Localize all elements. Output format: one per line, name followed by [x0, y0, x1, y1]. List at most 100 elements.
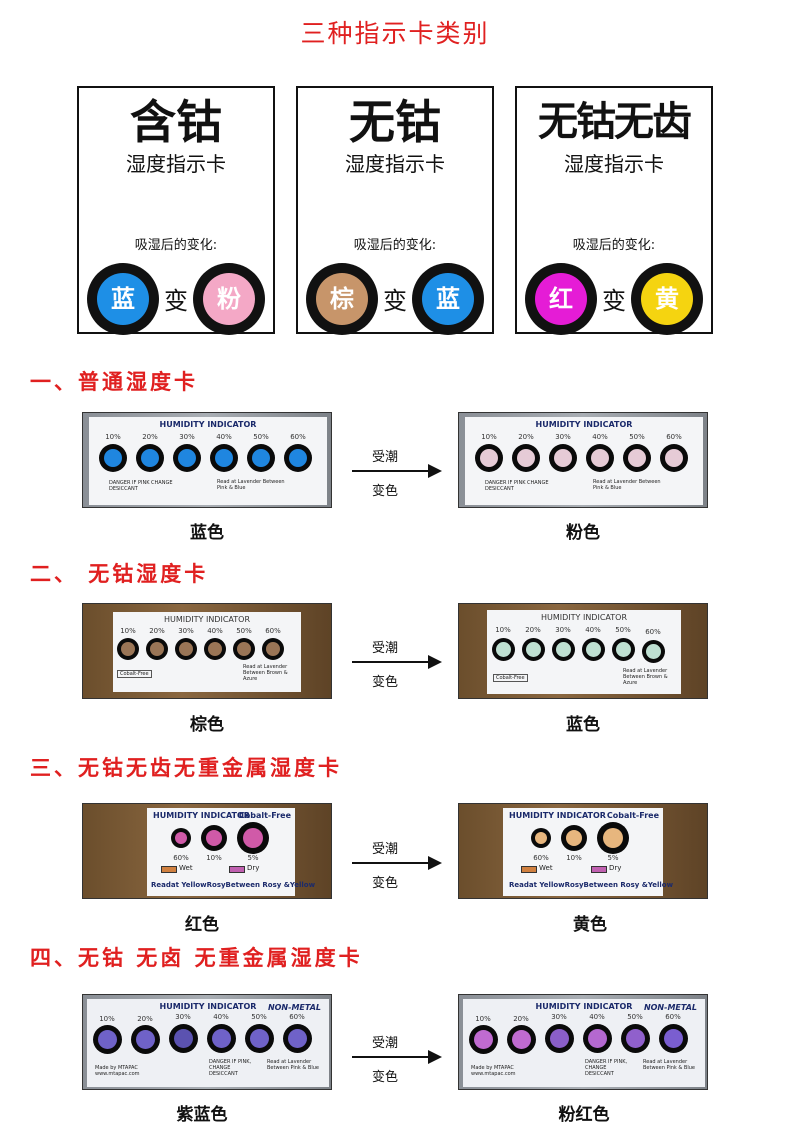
indicator-spot: [204, 638, 226, 660]
pct-label: 30%: [555, 626, 571, 634]
indicator-card-before: HUMIDITY INDICATOR NON-METAL 10% 20% 30%…: [82, 994, 332, 1090]
color-before-label: 蓝: [97, 273, 149, 325]
indicator-spot: [475, 444, 503, 472]
arrow-moisture-2: 受潮 变色: [350, 637, 442, 697]
section-heading-2: 二、 无钴湿度卡: [30, 562, 209, 586]
pct-label: 60%: [173, 854, 189, 862]
type-card-cobalt-free: 无钴 湿度指示卡 吸湿后的变化: 棕 变 蓝: [296, 86, 494, 335]
indicator-spot: [207, 1024, 236, 1053]
indicator-spot: [245, 1024, 274, 1053]
indicator-spot: [247, 444, 275, 472]
pct-label: 10%: [481, 433, 497, 441]
card-note-left: DANGER IF PINK, CHANGE DESICCANT: [209, 1059, 252, 1077]
card-note-right: Read at Lavender Between Pink & Blue: [217, 479, 285, 491]
pct-label: 20%: [142, 433, 158, 441]
card-note-right: Read at Lavender Between Brown & Azure: [623, 668, 668, 686]
pct-label: 30%: [178, 627, 194, 635]
indicator-spot: [507, 1025, 536, 1054]
pct-label: 60%: [665, 1013, 681, 1021]
pct-label: 40%: [207, 627, 223, 635]
indicator-spot: [169, 1024, 198, 1053]
type-subtitle: 湿度指示卡: [345, 152, 445, 176]
indicator-spot: [237, 822, 269, 854]
card-note-left: DANGER IF PINK CHANGE DESICCANT: [485, 480, 549, 492]
type-subtitle: 湿度指示卡: [564, 152, 664, 176]
color-before-circle: 棕: [306, 263, 378, 335]
pct-label: 10%: [566, 854, 582, 862]
pct-label: 60%: [533, 854, 549, 862]
indicator-spot: [586, 444, 614, 472]
change-label: 吸湿后的变化:: [353, 238, 437, 253]
card-badge: Cobalt-Free: [606, 811, 659, 820]
change-word: 变: [383, 287, 407, 315]
arrow-bottom-label: 变色: [372, 1070, 399, 1085]
card-paper: HUMIDITY INDICATOR 10% 20% 30% 40% 50% 6…: [89, 417, 327, 505]
indicator-spot: [659, 1024, 688, 1053]
type-card-cobalt-free-toothless: 无钴无齿 湿度指示卡 吸湿后的变化: 红 变 黄: [515, 86, 713, 335]
arrow-right-icon: [352, 856, 442, 870]
section-heading-4: 四、无钴 无卤 无重金属湿度卡: [30, 946, 363, 970]
pct-label: 50%: [236, 627, 252, 635]
pct-label: 30%: [179, 433, 195, 441]
indicator-card-after: HUMIDITY INDICATOR Cobalt-Free 60% 10% 5…: [458, 803, 708, 899]
arrow-right-icon: [352, 1050, 442, 1064]
pct-label: 40%: [585, 626, 601, 634]
card-paper: HUMIDITY INDICATOR 10% 20% 30% 40% 50% 6…: [113, 612, 301, 692]
color-after-label: 粉: [203, 273, 255, 325]
pct-label: 10%: [495, 626, 511, 634]
pct-label: 50%: [251, 1013, 267, 1021]
card-title: HUMIDITY INDICATOR: [540, 613, 627, 622]
page-title: 三种指示卡类别: [300, 19, 490, 48]
indicator-spot: [201, 825, 227, 851]
card-paper: HUMIDITY INDICATOR NON-METAL 10% 20% 30%…: [87, 999, 329, 1087]
arrow-moisture-1: 受潮 变色: [350, 446, 442, 506]
pct-label: 10%: [105, 433, 121, 441]
card-title: HUMIDITY INDICATOR: [159, 1002, 257, 1011]
brand-label: Made by MTAPAC www.mtapac.com: [471, 1065, 516, 1077]
color-after-label: 蓝: [422, 273, 474, 325]
indicator-spot: [117, 638, 139, 660]
caption-after: 粉色: [566, 523, 600, 543]
arrow-top-label: 受潮: [372, 842, 399, 857]
card-badge: Cobalt-Free: [117, 670, 152, 678]
caption-before: 红色: [185, 915, 219, 935]
pct-label: 60%: [666, 433, 682, 441]
pct-label: 30%: [551, 1013, 567, 1021]
card-badge: Cobalt-Free: [238, 811, 291, 820]
card-paper: HUMIDITY INDICATOR Cobalt-Free 60% 10% 5…: [147, 808, 315, 896]
type-subtitle: 湿度指示卡: [126, 152, 226, 176]
arrow-bottom-label: 变色: [372, 484, 399, 499]
wet-swatch: [521, 866, 537, 873]
indicator-card-after: HUMIDITY INDICATOR NON-METAL 10% 20% 30%…: [458, 994, 708, 1090]
wet-swatch: [161, 866, 177, 873]
arrow-top-label: 受潮: [372, 450, 399, 465]
dry-swatch: [591, 866, 607, 873]
change-word: 变: [164, 287, 188, 315]
pct-label: 50%: [627, 1013, 643, 1021]
card-paper: HUMIDITY INDICATOR 10% 20% 30% 40% 50% 6…: [487, 610, 681, 694]
indicator-spot: [621, 1024, 650, 1053]
card-title: HUMIDITY INDICATOR: [159, 420, 257, 429]
pct-label: 5%: [607, 854, 619, 862]
change-word: 变: [602, 287, 626, 315]
section-heading-1: 一、普通湿度卡: [30, 370, 198, 394]
indicator-spot: [99, 444, 127, 472]
card-note-right: Read at Lavender Between Brown & Azure: [243, 664, 288, 682]
pct-label: 30%: [175, 1013, 191, 1021]
caption-after: 黄色: [573, 915, 607, 935]
pct-label: 50%: [615, 626, 631, 634]
indicator-spot: [175, 638, 197, 660]
caption-before: 棕色: [190, 715, 224, 735]
type-title: 无钴: [349, 95, 441, 149]
card-badge: NON-METAL: [643, 1003, 697, 1012]
indicator-spot: [642, 640, 665, 663]
pct-label: 40%: [216, 433, 232, 441]
indicator-spot: [262, 638, 284, 660]
card-badge: NON-METAL: [267, 1003, 321, 1012]
card-note-left: DANGER IF PINK CHANGE DESICCANT: [109, 480, 173, 492]
caption-after: 蓝色: [566, 715, 600, 735]
arrow-moisture-3: 受潮 变色: [350, 838, 442, 898]
indicator-spot: [210, 444, 238, 472]
indicator-spot: [284, 444, 312, 472]
brand-label: Made by MTAPAC www.mtapac.com: [95, 1065, 140, 1077]
